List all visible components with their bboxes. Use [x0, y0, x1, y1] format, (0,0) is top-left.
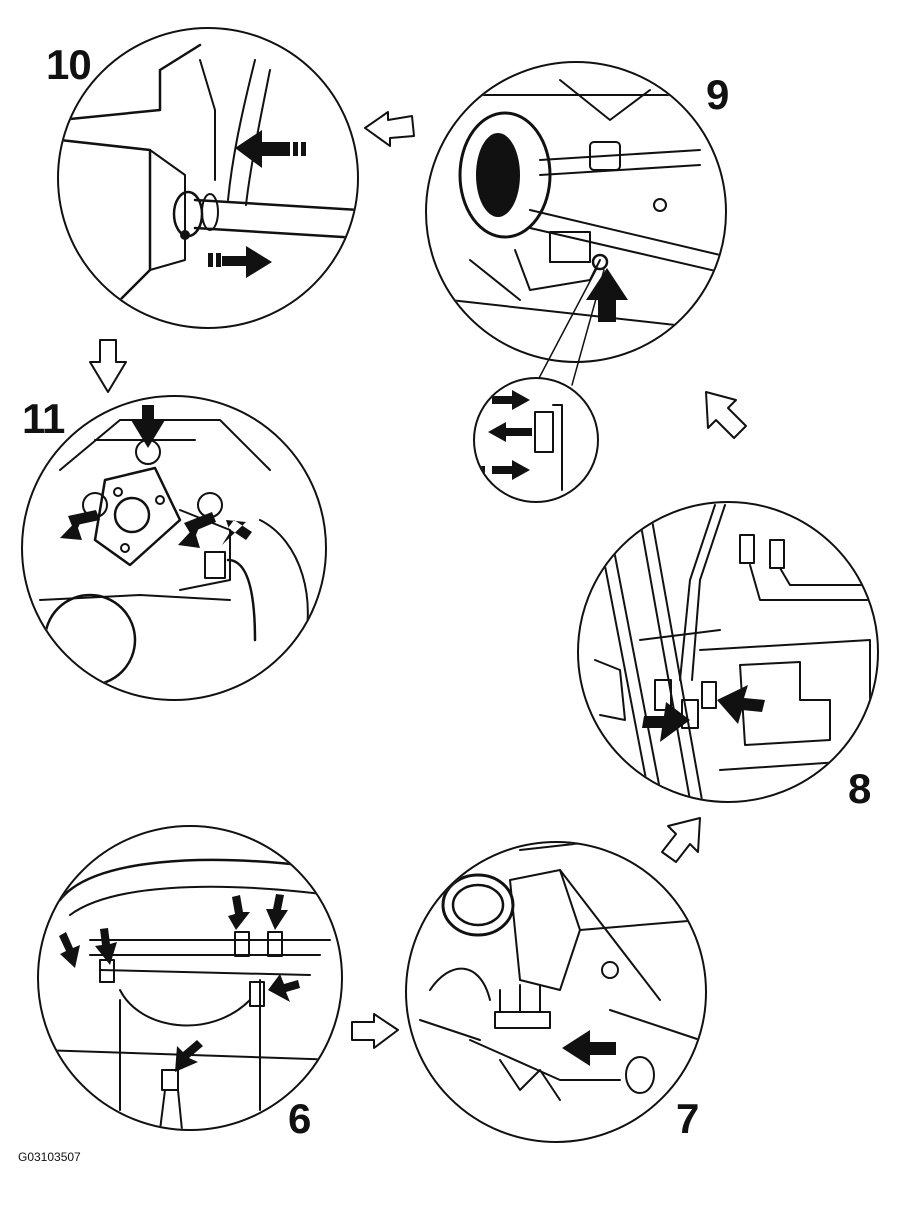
arrow-icon	[492, 390, 530, 410]
step-number-6: 6	[288, 1095, 311, 1142]
arrow-icon	[222, 520, 252, 545]
step-number-8: 8	[848, 765, 871, 812]
arrow-icon	[266, 894, 288, 930]
arrow-icon	[268, 974, 300, 1002]
step-10-illustration	[57, 27, 359, 329]
flow-arrow-icon	[364, 111, 415, 147]
arrow-icon	[178, 512, 216, 548]
arrow-icon	[59, 932, 80, 968]
step-number-10: 10	[46, 41, 92, 88]
arrow-icon	[642, 702, 690, 742]
step-8-illustration	[577, 501, 879, 803]
arrow-icon	[131, 405, 165, 448]
arrow-icon	[562, 1030, 616, 1066]
step-9-illustration	[425, 61, 727, 503]
step-number-11: 11	[22, 395, 65, 442]
step-6-illustration	[37, 825, 343, 1131]
step-number-7: 7	[676, 1095, 699, 1142]
arrow-icon	[235, 130, 290, 168]
arrow-icon	[95, 928, 117, 965]
step-7-illustration	[405, 841, 707, 1143]
arrow-icon	[60, 510, 100, 540]
arrow-icon	[222, 246, 272, 278]
flow-arrow-icon	[705, 391, 747, 439]
arrow-icon	[228, 895, 250, 930]
flow-arrow-icon	[89, 339, 127, 393]
arrow-icon	[717, 685, 765, 724]
arrow-icon	[175, 1040, 203, 1072]
flow-arrow-icon	[351, 1013, 399, 1049]
arrow-icon	[488, 422, 532, 442]
step-number-9: 9	[706, 71, 729, 118]
arrow-icon	[586, 268, 628, 322]
arrow-icon	[492, 460, 530, 480]
flow-arrow-icon	[661, 817, 701, 863]
figure-code: G03103507	[18, 1150, 81, 1164]
step-11-illustration	[21, 395, 327, 701]
